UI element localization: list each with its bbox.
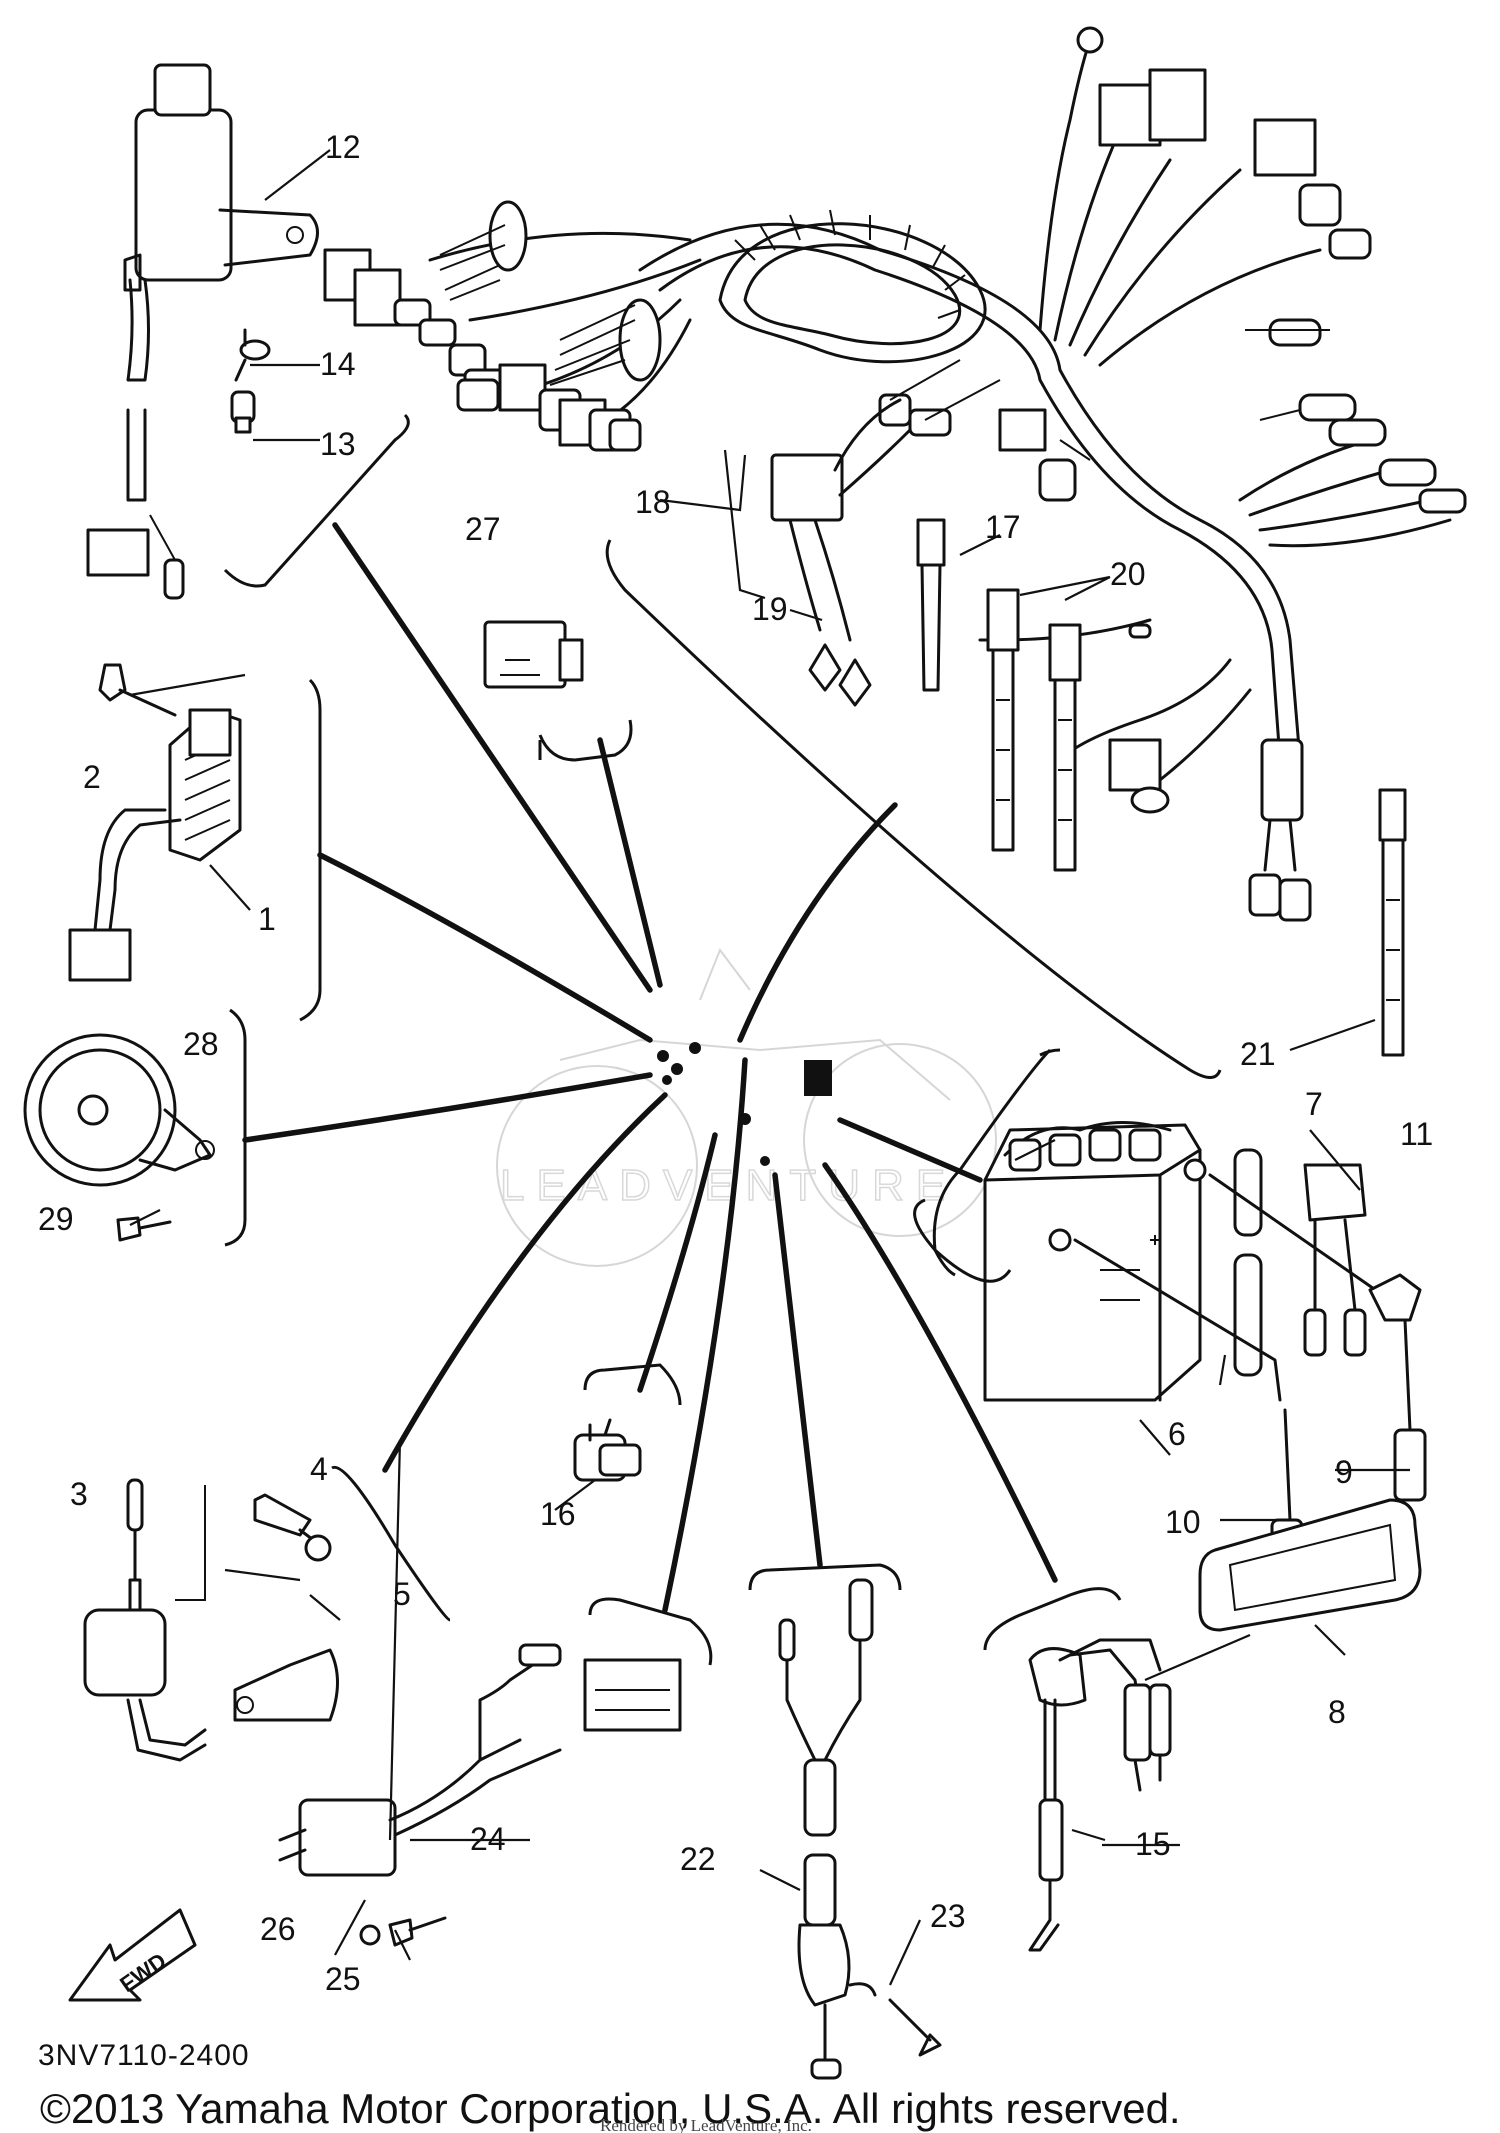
cable-ties-part-17-20	[916, 518, 1407, 1057]
callout-5: 5	[393, 1576, 411, 1612]
battery-band-part-8	[1198, 1498, 1422, 1632]
callout-23: 23	[930, 1898, 966, 1934]
horn-part-28	[23, 1033, 215, 1242]
group-brackets	[223, 413, 1222, 1666]
callout-9: 9	[1335, 1454, 1353, 1490]
callout-7: 7	[1305, 1086, 1323, 1122]
callout-3: 3	[70, 1476, 88, 1512]
callout-4: 4	[310, 1451, 328, 1487]
callout-16: 16	[540, 1496, 576, 1532]
callout-18: 18	[635, 484, 671, 520]
callout-19: 19	[752, 591, 788, 627]
callout-labels: 12 14 13 27 18 19 17 20 2 1 28 29 21 7 1…	[38, 129, 1433, 1997]
callout-1: 1	[258, 901, 276, 937]
callout-25: 25	[325, 1961, 361, 1997]
sensor-part-22	[778, 1578, 942, 2080]
callout-2: 2	[83, 759, 101, 795]
main-switch-part-12	[86, 63, 319, 600]
callout-8: 8	[1328, 1694, 1346, 1730]
callout-10: 10	[1165, 1504, 1201, 1540]
callout-28: 28	[183, 1026, 219, 1062]
callout-6: 6	[1168, 1416, 1186, 1452]
connection-arrows	[242, 522, 1058, 1613]
watermark-text: LEADVENTURE	[500, 1161, 957, 1210]
fwd-arrow: FWD	[68, 1908, 197, 2002]
callout-24: 24	[470, 1821, 506, 1857]
watermark-motorcycle: LEADVENTURE	[496, 947, 997, 1267]
callout-26: 26	[260, 1911, 296, 1947]
cdi-unit-part-24	[278, 1643, 682, 1947]
leader-lines	[129, 149, 1410, 1986]
callout-21: 21	[1240, 1036, 1276, 1072]
neutral-switch-part-16	[573, 1418, 642, 1482]
ignition-coil-part-3	[83, 1478, 339, 1762]
callout-22: 22	[680, 1841, 716, 1877]
callout-12: 12	[325, 129, 361, 165]
relay-part-27	[483, 620, 584, 689]
wire-harness-part-18	[323, 26, 1467, 922]
callout-27: 27	[465, 511, 501, 547]
callout-29: 29	[38, 1201, 74, 1237]
rectifier-part-1	[68, 663, 242, 982]
callout-13: 13	[320, 426, 356, 462]
callout-20: 20	[1110, 556, 1146, 592]
copyright-notice: ©2013 Yamaha Motor Corporation, U.S.A. A…	[40, 2085, 1181, 2132]
callout-17: 17	[985, 509, 1021, 545]
drawing-code: 3NV7110-2400	[38, 2039, 250, 2072]
callout-11: 11	[1400, 1116, 1433, 1152]
breather-part-7	[1233, 1148, 1263, 1377]
rendered-by-notice: Rendered by LeadVenture, Inc.	[600, 2116, 812, 2133]
lead-wire-part-15	[1028, 1638, 1172, 1952]
battery-part-6	[983, 1121, 1207, 1402]
callout-15: 15	[1135, 1826, 1171, 1862]
callout-14: 14	[320, 346, 356, 382]
relay-part-19	[770, 398, 912, 707]
